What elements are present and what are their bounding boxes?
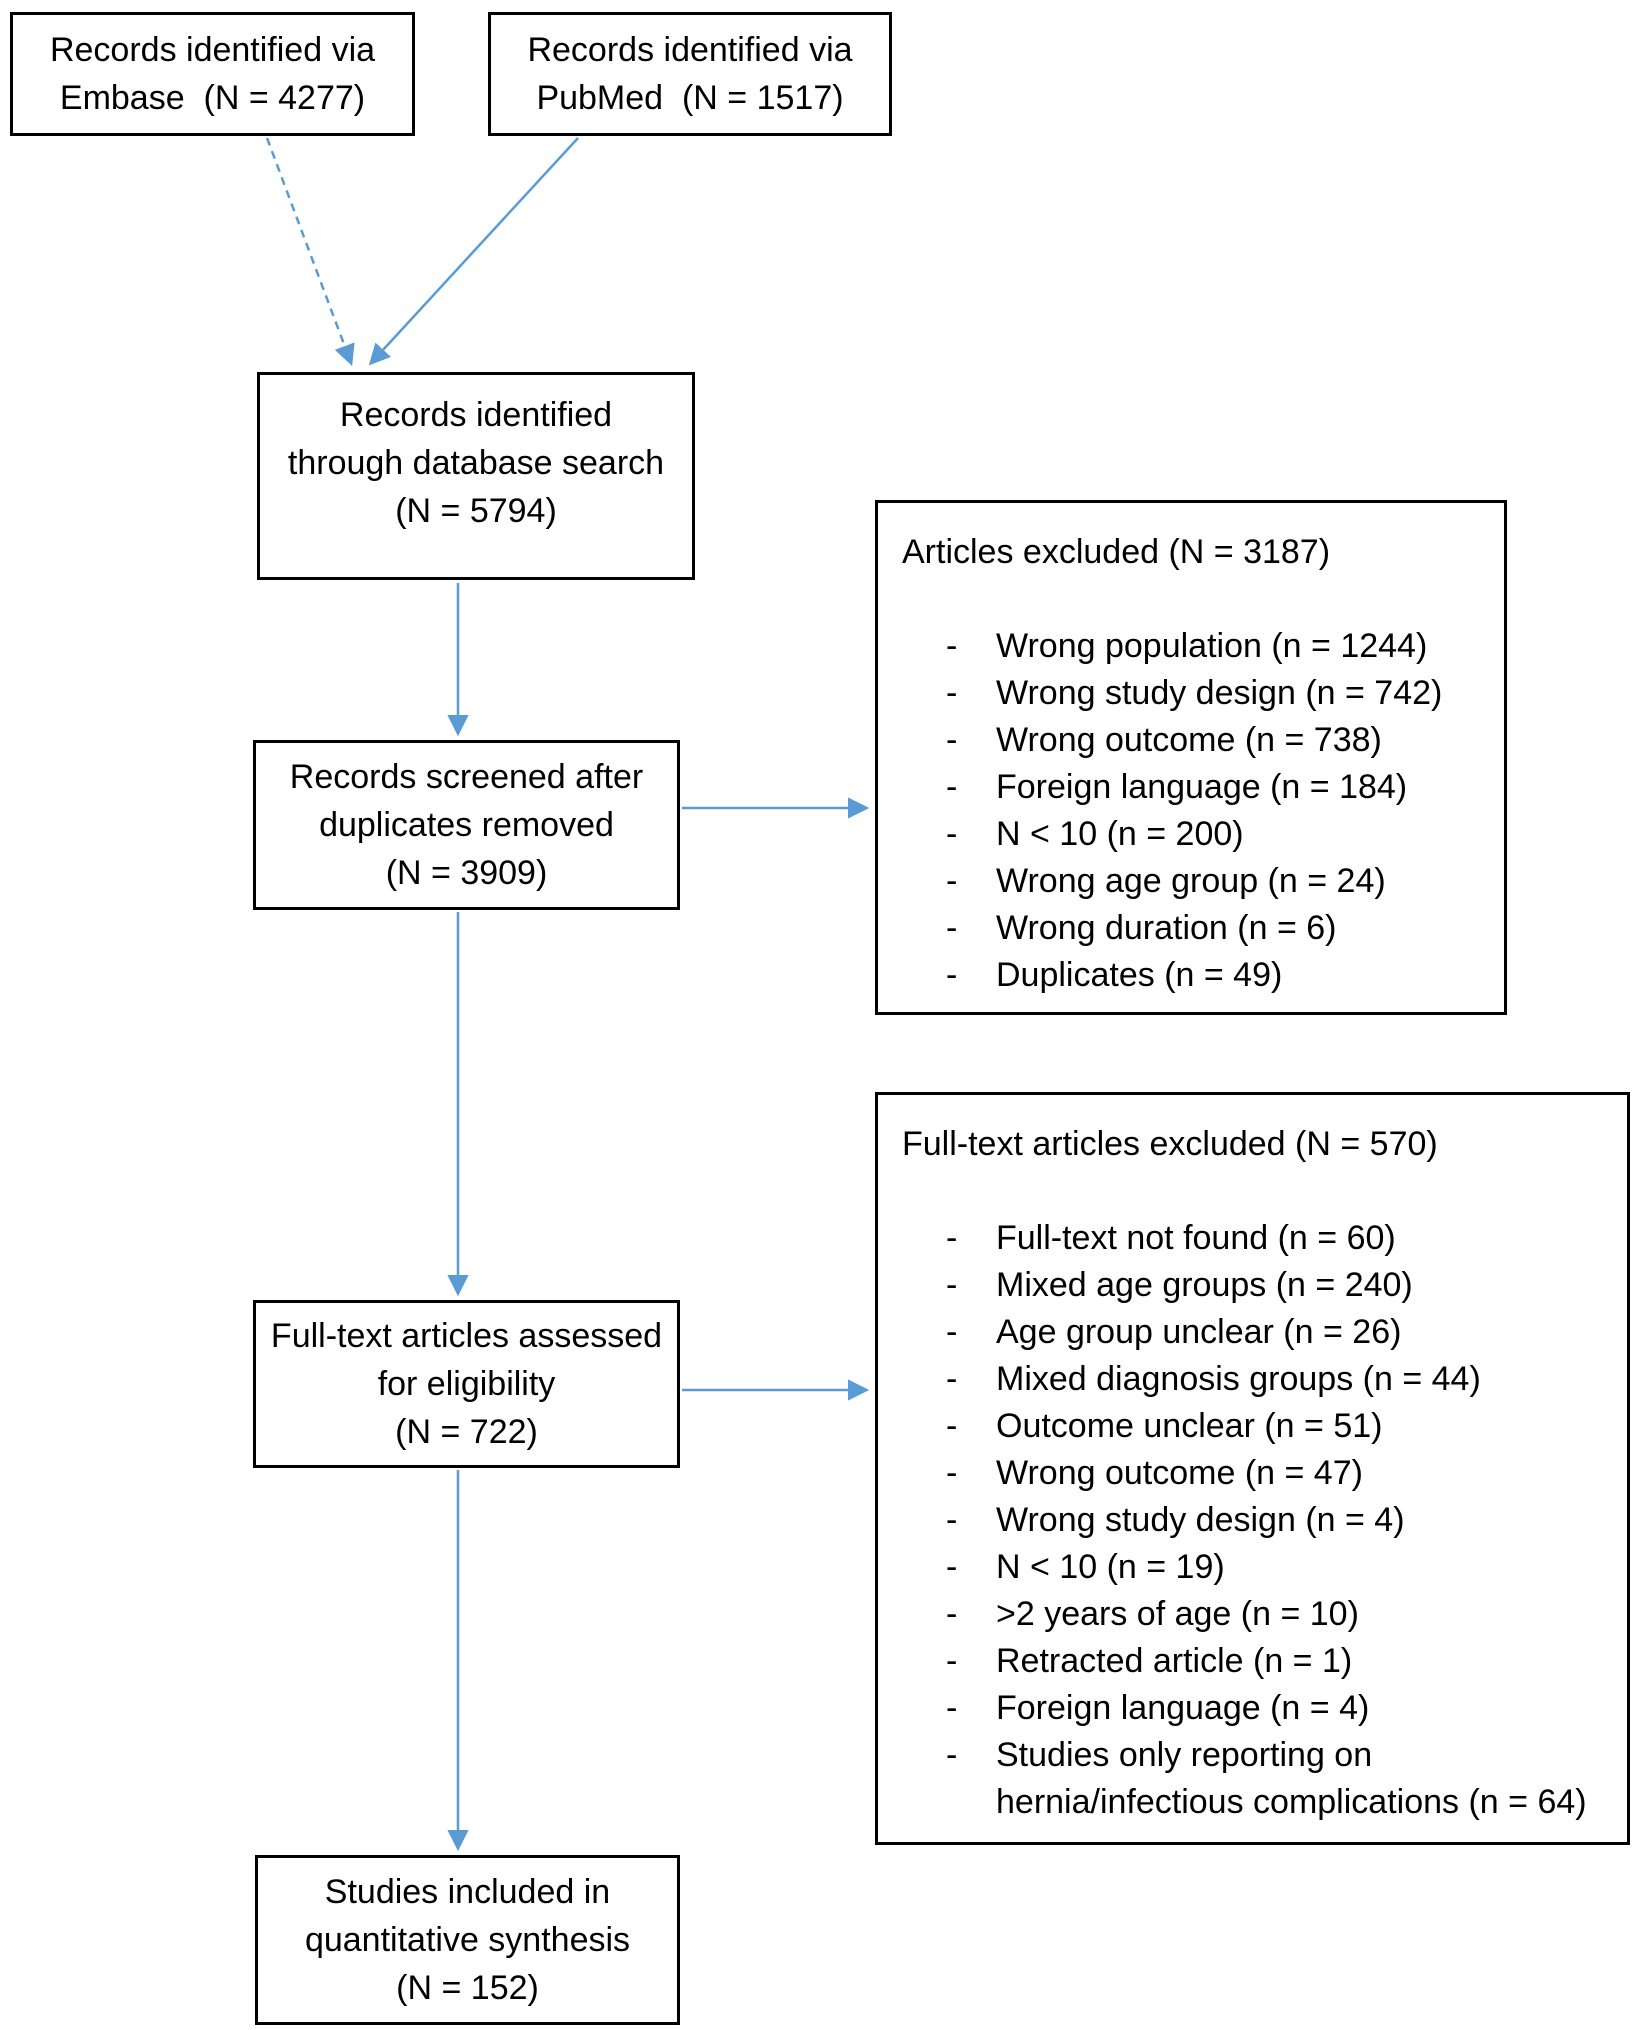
- box-text-line: Records identified via: [527, 31, 853, 69]
- exclusion-item: - Wrong study design (n = 4): [902, 1497, 1619, 1544]
- dash-bullet: -: [946, 1360, 958, 1398]
- exclusion-item: - Foreign language (n = 4): [902, 1685, 1619, 1732]
- arrow-pubmed-to-database: [368, 137, 579, 366]
- box-text-line: duplicates removed: [319, 806, 614, 844]
- box-text-line: Records identified via: [49, 31, 376, 69]
- exclusion-item: - Outcome unclear (n = 51): [902, 1403, 1619, 1450]
- exclusion-list: - Full-text not found (n = 60) - Mixed a…: [902, 1215, 1619, 1826]
- box-database-search: Records identified through database sear…: [257, 372, 695, 580]
- box-text-line: Records screened after: [289, 758, 644, 796]
- dash-bullet: -: [946, 768, 958, 806]
- exclusion-item-text: Foreign language (n = 184): [996, 768, 1408, 806]
- exclusion-item: - Wrong study design (n = 742): [902, 670, 1496, 717]
- exclusion-item: - Wrong outcome (n = 738): [902, 717, 1496, 764]
- exclusion-item-text: Wrong population (n = 1244): [996, 627, 1428, 665]
- dash-bullet: -: [946, 1642, 958, 1680]
- arrow-embase-to-database: [265, 137, 355, 366]
- exclusion-item: - Retracted article (n = 1): [902, 1638, 1619, 1685]
- exclusion-item-text: Foreign language (n = 4): [996, 1689, 1370, 1727]
- exclusion-item: - N < 10 (n = 19): [902, 1544, 1619, 1591]
- exclusion-item: - Mixed diagnosis groups (n = 44): [902, 1356, 1619, 1403]
- exclusion-item-text: Wrong outcome (n = 47): [996, 1454, 1363, 1492]
- exclusion-item: - Age group unclear (n = 26): [902, 1309, 1619, 1356]
- exclusion-item-text: Retracted article (n = 1): [996, 1642, 1353, 1680]
- box-records-screened: Records screened after duplicates remove…: [253, 740, 680, 910]
- box-fulltext-assessed: Full-text articles assessed for eligibil…: [253, 1300, 680, 1468]
- exclusion-item: - Foreign language (n = 184): [902, 764, 1496, 811]
- exclusion-item-text: Wrong outcome (n = 738): [996, 721, 1382, 759]
- exclusion-item: - Mixed age groups (n = 240): [902, 1262, 1619, 1309]
- box-text-line: (N = 3909): [385, 854, 548, 892]
- box-text-line: Records identified: [339, 396, 613, 434]
- box-text-line: quantitative synthesis: [304, 1921, 631, 1959]
- dash-bullet: -: [946, 627, 958, 665]
- exclusion-item: - >2 years of age (n = 10): [902, 1591, 1619, 1638]
- dash-bullet: -: [946, 1313, 958, 1351]
- exclusion-item-text: Mixed diagnosis groups (n = 44): [996, 1360, 1481, 1398]
- exclusion-item-text: N < 10 (n = 19): [996, 1548, 1225, 1586]
- exclusion-item-text: Wrong study design (n = 4): [996, 1501, 1405, 1539]
- exclusion-list: - Wrong population (n = 1244) - Wrong st…: [902, 623, 1496, 999]
- box-text-line: through database search: [287, 444, 665, 482]
- exclusion-item-text: Outcome unclear (n = 51): [996, 1407, 1383, 1445]
- box-text-line: Full-text articles assessed: [270, 1317, 663, 1355]
- exclusion-item-text: >2 years of age (n = 10): [996, 1595, 1359, 1633]
- exclusion-item-text: Full-text not found (n = 60): [996, 1219, 1396, 1257]
- exclusion-item-text: Age group unclear (n = 26): [996, 1313, 1402, 1351]
- exclusion-item-text: Mixed age groups (n = 240): [996, 1266, 1413, 1304]
- box-text-line: (N = 5794): [395, 492, 557, 530]
- dash-bullet: -: [946, 674, 958, 712]
- exclusion-item: - Wrong age group (n = 24): [902, 858, 1496, 905]
- box-records-pubmed: Records identified via PubMed (N = 1517): [488, 12, 892, 136]
- exclusion-item-text: N < 10 (n = 200): [996, 815, 1244, 853]
- dash-bullet: -: [946, 909, 958, 947]
- dash-bullet: -: [946, 862, 958, 900]
- dash-bullet: -: [946, 1454, 958, 1492]
- box-text-line: (N = 722): [395, 1413, 538, 1451]
- box-text-line: (N = 152): [396, 1969, 539, 2007]
- exclusion-item-text: Wrong study design (n = 742): [996, 674, 1443, 712]
- dash-bullet: -: [946, 1689, 958, 1727]
- box-text-line: for eligibility: [377, 1365, 556, 1403]
- dash-bullet: -: [946, 721, 958, 759]
- dash-bullet: -: [946, 815, 958, 853]
- box-text-line: Studies included in: [324, 1873, 611, 1911]
- dash-bullet: -: [946, 1595, 958, 1633]
- exclusion-item: - Duplicates (n = 49): [902, 952, 1496, 999]
- exclusion-item-text: Duplicates (n = 49): [996, 956, 1283, 994]
- exclusion-item: - Full-text not found (n = 60): [902, 1215, 1619, 1262]
- dash-bullet: -: [946, 1219, 958, 1257]
- exclusion-item: - Wrong population (n = 1244): [902, 623, 1496, 670]
- exclusion-item: - Studies only reporting on hernia/infec…: [902, 1732, 1619, 1826]
- box-text-line: Embase (N = 4277): [59, 79, 366, 117]
- dash-bullet: -: [946, 956, 958, 994]
- dash-bullet: -: [946, 1407, 958, 1445]
- exclusion-item: - N < 10 (n = 200): [902, 811, 1496, 858]
- box-records-embase: Records identified via Embase (N = 4277): [10, 12, 415, 136]
- excluded-title: Full-text articles excluded (N = 570): [902, 1125, 1438, 1163]
- dash-bullet: -: [946, 1501, 958, 1539]
- box-text-line: PubMed (N = 1517): [536, 79, 844, 117]
- box-fulltext-excluded: Full-text articles excluded (N = 570) - …: [875, 1092, 1630, 1845]
- box-articles-excluded: Articles excluded (N = 3187) - Wrong pop…: [875, 500, 1507, 1015]
- exclusion-item-text: Studies only reporting on hernia/infecti…: [996, 1736, 1587, 1821]
- exclusion-item-text: Wrong duration (n = 6): [996, 909, 1337, 947]
- exclusion-item: - Wrong duration (n = 6): [902, 905, 1496, 952]
- excluded-title: Articles excluded (N = 3187): [902, 533, 1331, 571]
- dash-bullet: -: [946, 1736, 958, 1774]
- exclusion-item-text: Wrong age group (n = 24): [996, 862, 1386, 900]
- box-studies-included: Studies included in quantitative synthes…: [255, 1855, 680, 2025]
- dash-bullet: -: [946, 1548, 958, 1586]
- dash-bullet: -: [946, 1266, 958, 1304]
- exclusion-item: - Wrong outcome (n = 47): [902, 1450, 1619, 1497]
